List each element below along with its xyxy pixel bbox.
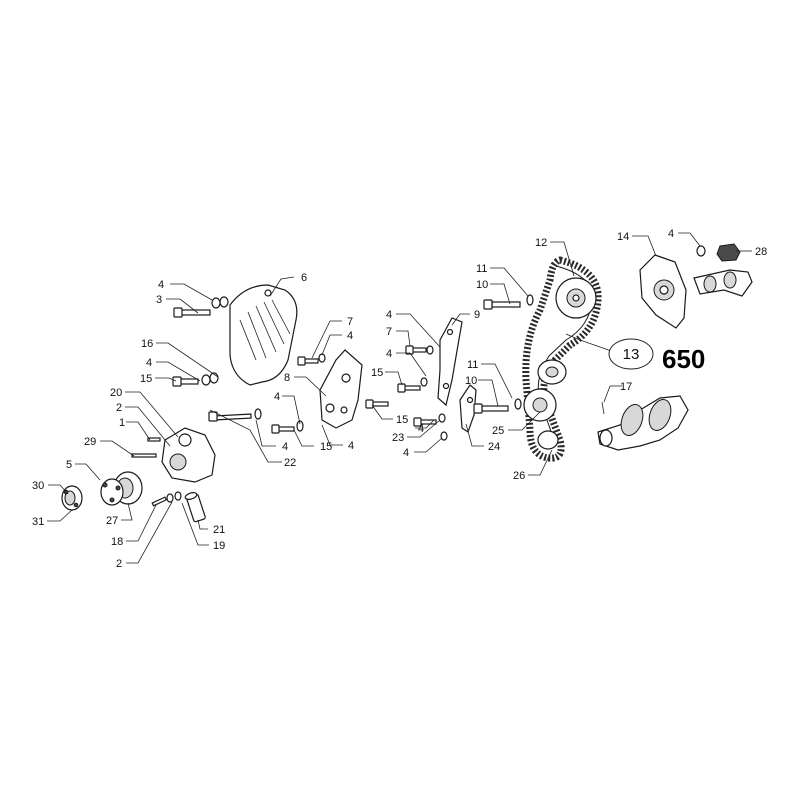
callout-15: 15 — [320, 441, 332, 453]
callout-4: 4 — [274, 391, 280, 403]
hub-nut-part — [61, 485, 83, 511]
callout-8: 8 — [284, 372, 290, 384]
callout-4: 4 — [348, 440, 354, 452]
callout-23: 23 — [392, 432, 404, 444]
callout-10: 10 — [476, 279, 488, 291]
callout-10: 10 — [465, 375, 477, 387]
callout-4: 4 — [347, 330, 353, 342]
callout-26: 26 — [513, 470, 525, 482]
camshaft-pulley-part — [555, 277, 597, 319]
bracket-part-9 — [437, 317, 463, 407]
callout-9: 9 — [474, 309, 480, 321]
callout-2: 2 — [116, 558, 122, 570]
leader-lines — [47, 232, 752, 564]
callout-15: 15 — [140, 373, 152, 385]
callout-30: 30 — [32, 480, 44, 492]
reference-badge: 13 — [608, 338, 654, 370]
callout-4: 4 — [386, 348, 392, 360]
callout-25: 25 — [492, 425, 504, 437]
callout-20: 20 — [110, 387, 122, 399]
callout-6: 6 — [301, 272, 307, 284]
callout-18: 18 — [111, 536, 123, 548]
callout-4: 4 — [158, 279, 164, 291]
callout-7: 7 — [386, 326, 392, 338]
bolts-group — [131, 294, 534, 507]
rear-cover-part — [639, 254, 687, 329]
callout-11: 11 — [467, 359, 478, 371]
nut-part-28 — [696, 243, 741, 262]
callout-16: 16 — [141, 338, 153, 350]
callout-17: 17 — [620, 381, 632, 393]
timing-cover-part — [229, 284, 298, 386]
callout-28: 28 — [755, 246, 767, 258]
diagram-code: 650 — [662, 344, 705, 374]
callout-14: 14 — [617, 231, 629, 243]
callout-24: 24 — [488, 441, 500, 453]
callout-21: 21 — [213, 524, 225, 536]
callout-12: 12 — [535, 237, 547, 249]
callout-4: 4 — [386, 309, 392, 321]
callout-11: 11 — [476, 263, 487, 275]
pump-housing-part — [161, 427, 216, 483]
callout-19: 19 — [213, 540, 225, 552]
callout-4: 4 — [146, 357, 152, 369]
pulley-part-5 — [100, 471, 143, 506]
callout-4: 4 — [418, 423, 424, 435]
callout-5: 5 — [66, 459, 72, 471]
tensioner-plate-part — [459, 384, 477, 433]
callout-1: 1 — [119, 417, 125, 429]
callout-4: 4 — [282, 441, 288, 453]
callout-15: 15 — [396, 414, 408, 426]
callout-31: 31 — [32, 516, 44, 528]
callout-27: 27 — [106, 515, 118, 527]
camshaft-part — [693, 269, 753, 297]
callout-7: 7 — [347, 316, 353, 328]
callout-22: 22 — [284, 457, 296, 469]
bracket-part-8 — [319, 349, 363, 429]
callout-2: 2 — [116, 402, 122, 414]
callout-numbers: 6 4 3 16 4 15 20 2 1 29 5 30 31 27 18 2 … — [32, 228, 767, 570]
callout-29: 29 — [84, 436, 96, 448]
callout-4: 4 — [668, 228, 674, 240]
callout-3: 3 — [156, 294, 162, 306]
tensioner-pulley-part — [537, 359, 567, 385]
callout-4: 4 — [403, 447, 409, 459]
stud-part-21 — [184, 491, 206, 523]
callout-15: 15 — [371, 367, 383, 379]
reference-badge-label: 13 — [623, 346, 640, 363]
crank-pulley-part — [523, 388, 559, 450]
crankshaft-part — [597, 395, 689, 451]
